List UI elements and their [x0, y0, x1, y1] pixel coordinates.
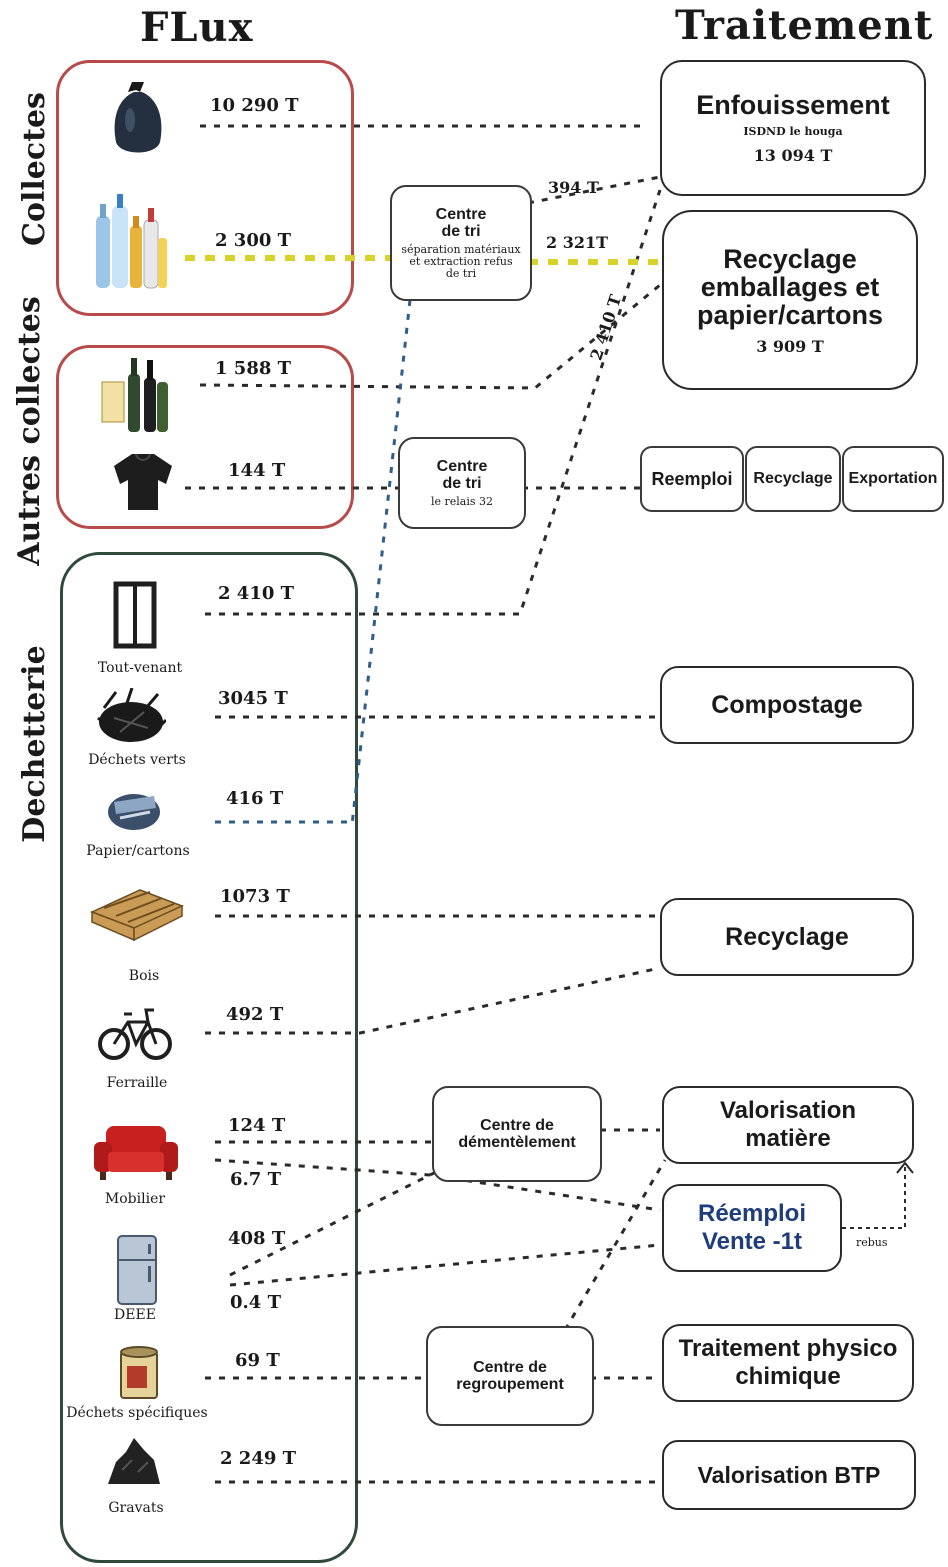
tonnage-tout-venant: 2 410 T	[218, 583, 295, 604]
green-waste-icon	[97, 688, 166, 742]
treatment-reemploi: Reemploi	[640, 446, 744, 512]
treatment-valorisation-btp: Valorisation BTP	[662, 1440, 916, 1510]
centre-relais-title: Centre de tri	[436, 458, 488, 492]
treatment-recyclage-emballages: Recyclage emballages et papier/cartons 3…	[662, 210, 918, 390]
paper-cartons-icon	[108, 794, 160, 830]
bottles-icon	[96, 194, 167, 289]
treatment-compostage: Compostage	[660, 666, 914, 744]
treatment-reemploi-vente: Réemploi Vente -1t	[662, 1184, 842, 1272]
label-ferraille: Ferraille	[106, 1075, 168, 1091]
flow-label-rebus: rebus	[856, 1236, 888, 1249]
rubble-icon	[108, 1438, 160, 1484]
group-dechetterie	[60, 552, 358, 1563]
physico-title: Traitement physico chimique	[678, 1335, 898, 1390]
rebus-arrowhead	[896, 1161, 914, 1174]
centre-de-tri-box: Centre de tri séparation matériaux et ex…	[390, 185, 532, 301]
sofa-icon	[94, 1126, 178, 1180]
tonnage-papier: 416 T	[226, 788, 284, 809]
paint-can-icon	[120, 1346, 158, 1399]
flow-label-recyclage: 2 321T	[546, 233, 609, 252]
tonnage-verre: 1 588 T	[215, 358, 292, 379]
tonnage-dechets-verts: 3045 T	[218, 688, 288, 709]
group-collectes	[56, 60, 354, 316]
valorisation-btp-title: Valorisation BTP	[697, 1462, 881, 1488]
centre-relais-subtitle: le relais 32	[430, 495, 494, 508]
centre-tri-subtitle: séparation matériaux et extraction refus…	[401, 243, 521, 280]
group-autres-collectes	[56, 345, 354, 529]
tonnage-om: 10 290 T	[210, 95, 299, 116]
flow-ferraille-recyclage	[205, 966, 661, 1035]
recyclage-emballages-tonnage: 3 909 T	[756, 336, 824, 356]
centre-demantelement-title: Centre de démentèlement	[458, 1117, 576, 1151]
label-tout-venant: Tout-venant	[97, 660, 183, 676]
tonnage-emballages: 2 300 T	[215, 230, 292, 251]
flow-mobilier-reemploi	[214, 1158, 661, 1212]
compostage-title: Compostage	[711, 691, 863, 719]
treatment-enfouissement: Enfouissement ISDND le houga 13 094 T	[660, 60, 926, 196]
recyclage-emballages-title: Recyclage emballages et papier/cartons	[696, 243, 884, 330]
fridge-icon	[117, 1235, 157, 1305]
traitement-title: Traitement	[675, 2, 934, 49]
tonnage-deee-a: 408 T	[228, 1228, 286, 1249]
tonnage-bois: 1073 T	[220, 886, 290, 907]
flux-title: FLux	[140, 4, 254, 51]
label-mobilier: Mobilier	[104, 1191, 166, 1207]
centre-regroupement-box: Centre de regroupement	[426, 1326, 594, 1426]
tonnage-textile: 144 T	[228, 460, 286, 481]
centre-tri-title: Centre de tri	[435, 206, 487, 240]
valorisation-matiere-title: Valorisation matière	[719, 1097, 857, 1152]
door-frame-icon	[113, 581, 157, 649]
enfouissement-tonnage: 13 094 T	[753, 146, 833, 165]
centre-relais-box: Centre de tri le relais 32	[398, 437, 526, 529]
treatment-recyclage: Recyclage	[660, 898, 914, 976]
label-papier-cartons: Papier/cartons	[86, 843, 190, 859]
label-bois: Bois	[128, 968, 160, 984]
tonnage-ferraille: 492 T	[226, 1004, 284, 1025]
enfouissement-title: Enfouissement	[696, 90, 890, 120]
tonnage-mobilier-b: 6.7 T	[230, 1169, 281, 1190]
label-deee: DEEE	[114, 1307, 156, 1323]
label-gravats: Gravats	[108, 1500, 164, 1516]
label-dechets-specifiques: Déchets spécifiques	[66, 1405, 208, 1421]
flow-rebus	[842, 1165, 906, 1229]
treatment-exportation: Exportation	[842, 446, 944, 512]
label-dechets-verts: Déchets verts	[88, 752, 186, 768]
treatment-recyclage-small: Recyclage	[745, 446, 841, 512]
tonnage-specifiques: 69 T	[235, 1350, 280, 1371]
flow-label-refus: 394 T	[548, 178, 599, 197]
wood-pallet-icon	[90, 889, 184, 942]
flow-tri-blue-down	[350, 299, 412, 826]
flow-tri-refus	[527, 175, 661, 205]
centre-regroupement-title: Centre de regroupement	[456, 1359, 564, 1393]
tonnage-deee-b: 0.4 T	[230, 1292, 281, 1313]
tonnage-mobilier-a: 124 T	[228, 1115, 286, 1136]
tonnage-gravats: 2 249 T	[220, 1448, 297, 1469]
reemploi-vente-title: Réemploi Vente -1t	[697, 1200, 807, 1255]
enfouissement-site: ISDND le houga	[743, 125, 843, 138]
flow-regroupement-valorisation	[563, 1159, 667, 1331]
trash-bag-icon	[114, 82, 162, 153]
glass-bottles-icon	[101, 358, 168, 432]
centre-demantelement-box: Centre de démentèlement	[432, 1086, 602, 1182]
bicycle-icon	[98, 1008, 172, 1060]
recyclage-title: Recyclage	[725, 923, 849, 951]
flow-deee-reemploi	[229, 1243, 661, 1287]
flow-deee-demantelement	[229, 1168, 441, 1277]
sweater-icon	[114, 453, 172, 510]
treatment-valorisation-matiere: Valorisation matière	[662, 1086, 914, 1164]
treatment-physico-chimique: Traitement physico chimique	[662, 1324, 914, 1402]
